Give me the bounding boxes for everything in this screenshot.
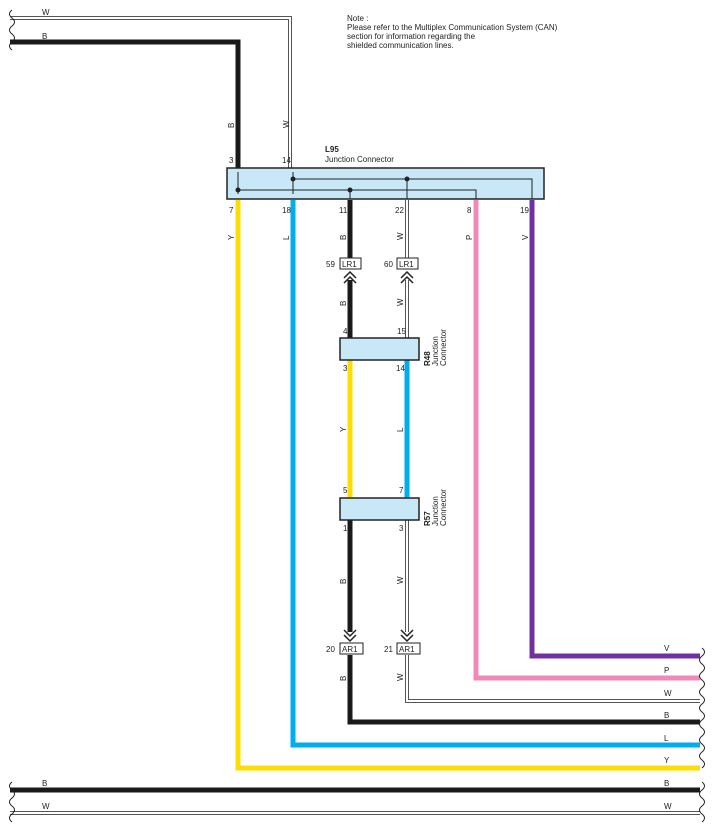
label-right-b: B bbox=[664, 711, 669, 720]
r57-pin-3: 3 bbox=[399, 524, 404, 533]
r57-pin-7: 7 bbox=[399, 486, 404, 495]
wire-top-w bbox=[10, 16, 292, 170]
r57-pin-5: 5 bbox=[343, 486, 348, 495]
left-break-marks bbox=[9, 9, 15, 823]
l95-pin-3: 3 bbox=[229, 156, 234, 165]
connector-l95 bbox=[226, 167, 545, 200]
label-right-y: Y bbox=[664, 756, 670, 765]
ar1-right-code: AR1 bbox=[399, 645, 415, 654]
l95-pin-18: 18 bbox=[282, 206, 291, 215]
label-bottom-b-right: B bbox=[664, 779, 669, 788]
label-c19: V bbox=[521, 234, 530, 240]
label-r48-l: L bbox=[396, 427, 405, 432]
label-ar-b: B bbox=[339, 676, 348, 681]
note-text: Note : Please refer to the Multiplex Com… bbox=[347, 14, 557, 50]
ar1-right-pin: 21 bbox=[384, 645, 393, 654]
label-c22: W bbox=[396, 232, 405, 240]
lr1-right-code: LR1 bbox=[399, 260, 414, 269]
note-line-1: Please refer to the Multiplex Communicat… bbox=[347, 23, 558, 32]
l95-pin-8: 8 bbox=[467, 206, 472, 215]
wire-top-b bbox=[10, 39, 241, 170]
r57-pin-1: 1 bbox=[343, 524, 348, 533]
note-title: Note : bbox=[347, 14, 369, 23]
l95-pin-22: 22 bbox=[395, 206, 404, 215]
r57-name-1: Junction bbox=[431, 496, 440, 526]
label-right-p: P bbox=[664, 666, 669, 675]
label-bottom-w-right: W bbox=[664, 802, 672, 811]
r48-code: R48 bbox=[423, 351, 432, 366]
wire-p bbox=[473, 200, 700, 681]
connector-r57 bbox=[339, 497, 420, 521]
connector-lr1-left bbox=[339, 257, 362, 284]
r48-pin-3: 3 bbox=[343, 364, 348, 373]
connector-ar1-right bbox=[396, 629, 421, 655]
connector-ar1-left bbox=[339, 629, 364, 655]
note-line-3: shielded communication lines. bbox=[347, 41, 454, 50]
label-right-v: V bbox=[664, 644, 670, 653]
wire-l bbox=[290, 200, 700, 748]
label-left-w: W bbox=[282, 120, 291, 128]
connector-r48 bbox=[339, 337, 420, 361]
lr1-left-code: LR1 bbox=[342, 260, 357, 269]
label-c11: B bbox=[339, 235, 348, 240]
note-line-2: section for information regarding the bbox=[347, 32, 476, 41]
wire-w-column bbox=[405, 200, 700, 703]
label-bottom-b-left: B bbox=[42, 779, 47, 788]
r48-name-1: Junction bbox=[431, 336, 440, 366]
lr1-right-pin: 60 bbox=[384, 260, 393, 269]
label-c8: P bbox=[465, 235, 474, 240]
label-top-b: B bbox=[42, 32, 47, 41]
right-break-marks bbox=[699, 647, 705, 823]
label-top-w: W bbox=[42, 8, 50, 17]
label-mid-w: W bbox=[396, 298, 405, 306]
l95-pin-19: 19 bbox=[520, 206, 529, 215]
label-r57-b: B bbox=[339, 579, 348, 584]
lr1-left-pin: 59 bbox=[326, 260, 335, 269]
l95-pin-7: 7 bbox=[229, 206, 234, 215]
r57-code: R57 bbox=[423, 511, 432, 526]
r48-name-2: Connector bbox=[439, 329, 448, 366]
label-r57-w: W bbox=[396, 576, 405, 584]
r48-pin-15: 15 bbox=[397, 327, 406, 336]
wire-v bbox=[529, 200, 700, 659]
wire-b-bottom bbox=[347, 655, 700, 725]
wire-y bbox=[235, 200, 700, 771]
ar1-left-code: AR1 bbox=[342, 645, 358, 654]
r57-name-2: Connector bbox=[439, 489, 448, 526]
l95-name: Junction Connector bbox=[325, 155, 394, 164]
label-c18: L bbox=[282, 235, 291, 240]
ar1-left-pin: 20 bbox=[326, 645, 335, 654]
label-right-w: W bbox=[664, 689, 672, 698]
r48-pin-14: 14 bbox=[396, 364, 405, 373]
l95-code: L95 bbox=[325, 145, 339, 154]
label-left-b: B bbox=[227, 123, 236, 128]
label-mid-b: B bbox=[339, 301, 348, 306]
label-ar-w: W bbox=[396, 673, 405, 681]
l95-pin-14: 14 bbox=[282, 156, 291, 165]
label-r48-y: Y bbox=[339, 426, 348, 432]
l95-pin-11: 11 bbox=[339, 206, 348, 215]
label-right-l: L bbox=[664, 734, 669, 743]
label-bottom-w-left: W bbox=[42, 802, 50, 811]
connector-lr1-right bbox=[396, 257, 419, 284]
r48-pin-4: 4 bbox=[343, 327, 348, 336]
label-c7: Y bbox=[227, 234, 236, 240]
